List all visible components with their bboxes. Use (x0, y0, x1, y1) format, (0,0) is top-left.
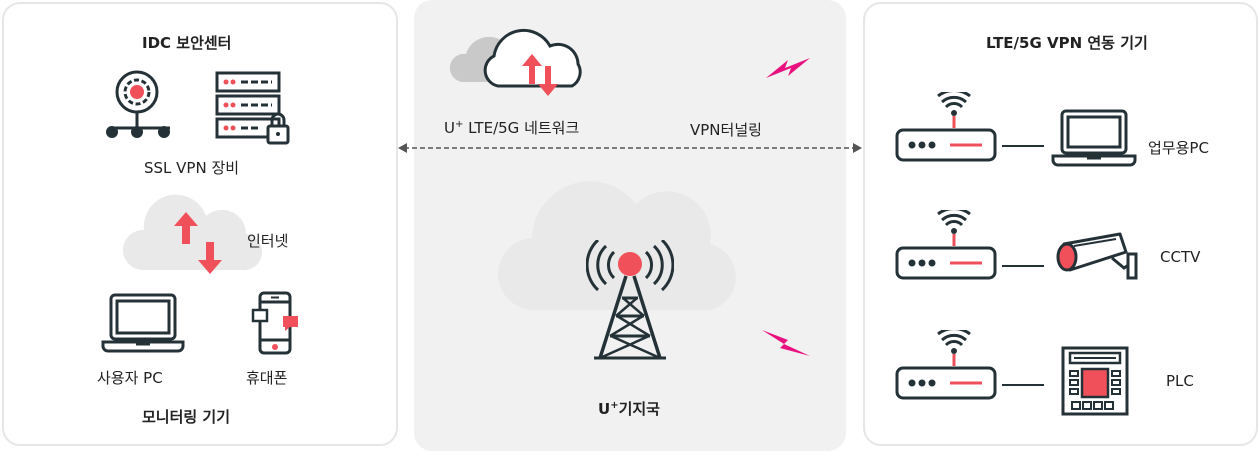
user-pc-label: 사용자 PC (97, 369, 163, 387)
monitoring-devices-footer: 모니터링 기기 (142, 408, 231, 426)
vpn-devices-title: LTE/5G VPN 연동 기기 (986, 34, 1148, 52)
connector-line (1002, 384, 1044, 386)
phone-label: 휴대폰 (246, 369, 288, 387)
device-label-plc: PLC (1166, 372, 1194, 390)
network-hub-icon (104, 70, 180, 142)
lte-router-icon (894, 210, 998, 282)
laptop-icon (1050, 108, 1138, 168)
cctv-camera-icon (1054, 230, 1140, 284)
connector-line (1002, 145, 1044, 147)
internet-label: 인터넷 (247, 232, 289, 250)
top-lightning-icon (758, 54, 814, 92)
lte-cloud-icon (448, 18, 588, 102)
mobile-phone-icon (250, 290, 302, 358)
device-label-work-pc: 업무용PC (1148, 139, 1209, 157)
base-station-label: U+기지국 (598, 400, 660, 418)
lte-router-icon (894, 330, 998, 402)
connector-line (1002, 265, 1044, 267)
base-station-cloud (488, 160, 756, 316)
lte-network-label: U+ LTE/5G 네트워크 (444, 119, 580, 137)
vpn-tunneling-label: VPN터널링 (690, 121, 762, 139)
internet-cloud-icon (120, 190, 270, 280)
device-label-cctv: CCTV (1160, 248, 1201, 266)
radio-tower-icon (586, 240, 674, 364)
plc-controller-icon (1060, 345, 1130, 417)
user-laptop-icon (100, 292, 186, 354)
idc-title: IDC 보안센터 (142, 34, 232, 52)
vpn-tunnel-line (396, 140, 864, 156)
server-lock-icon (214, 70, 298, 148)
ssl-vpn-label: SSL VPN 장비 (144, 159, 240, 177)
lte-router-icon (894, 92, 998, 164)
bottom-lightning-icon (758, 322, 814, 360)
